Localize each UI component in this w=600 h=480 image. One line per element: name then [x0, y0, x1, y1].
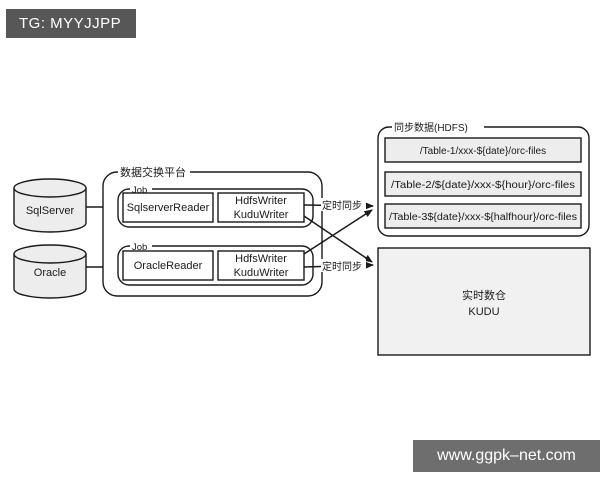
hdfs-path-1: /Table-1/xxx-${date}/orc-files	[420, 146, 546, 157]
writer-box-2	[217, 250, 305, 281]
sqlserverreader-label: SqlserverReader	[127, 202, 210, 214]
kudu-label-line1: 实时数仓	[462, 288, 506, 302]
sqlserver-cylinder-body	[13, 188, 87, 233]
job2-container: Job OracleReader HdfsWriter KuduWriter	[117, 241, 314, 286]
arrow-job1-to-kudu	[303, 215, 373, 263]
oracle-cylinder: Oracle	[13, 244, 87, 299]
hdfs-path-box-1	[384, 137, 582, 163]
sqlserver-label: SqlServer	[26, 205, 75, 217]
sqlserverreader-box	[122, 192, 214, 223]
sqlserver-cylinder-top	[13, 178, 87, 198]
arrow-job2-to-hdfs	[303, 209, 373, 255]
hdfs-container: 同步数据(HDFS) /Table-1/xxx-${date}/orc-file…	[377, 121, 590, 237]
hdfs-path-3: /Table-3${date}/xxx-${halfhour}/orc-file…	[389, 212, 577, 223]
sync-label-1-bg	[321, 198, 366, 211]
kudu-label-line2: KUDU	[468, 306, 499, 318]
writer-box-1	[217, 192, 305, 223]
oracle-cylinder-body	[13, 254, 87, 299]
oraclereader-label: OracleReader	[134, 260, 203, 272]
hdfs-label-bg	[392, 121, 484, 133]
sync-label-2: 定时同步	[322, 260, 362, 273]
job1-label-bg	[130, 184, 152, 194]
kuduwriter-label-1: KuduWriter	[234, 209, 289, 221]
sync-label-2-bg	[321, 259, 366, 272]
platform-label-bg	[118, 166, 190, 178]
tg-badge: TG: MYYJJPP	[6, 9, 136, 38]
hdfswriter-label-2: HdfsWriter	[235, 253, 287, 265]
kudu-box: 实时数仓 KUDU	[377, 247, 591, 356]
site-watermark: www.ggpk–net.com	[413, 440, 600, 472]
platform-label: 数据交换平台	[120, 165, 186, 179]
job1-container: Job SqlserverReader HdfsWriter KuduWrite…	[117, 184, 314, 228]
kudu-border	[377, 247, 591, 356]
oraclereader-box	[122, 250, 214, 281]
job2-label-bg	[130, 241, 152, 251]
hdfs-path-box-3	[384, 203, 582, 229]
sqlserver-cylinder: SqlServer	[13, 178, 87, 233]
sync-label-1: 定时同步	[322, 199, 362, 212]
hdfswriter-label-1: HdfsWriter	[235, 195, 287, 207]
job1-label: Job	[132, 185, 147, 196]
kuduwriter-label-2: KuduWriter	[234, 267, 289, 279]
hdfs-path-box-2	[384, 171, 582, 197]
oracle-label: Oracle	[34, 267, 66, 279]
oracle-cylinder-top	[13, 244, 87, 264]
job2-label: Job	[132, 242, 147, 253]
hdfs-label: 同步数据(HDFS)	[394, 121, 468, 134]
hdfs-path-2: /Table-2/${date}/xxx-${hour}/orc-files	[391, 180, 575, 191]
